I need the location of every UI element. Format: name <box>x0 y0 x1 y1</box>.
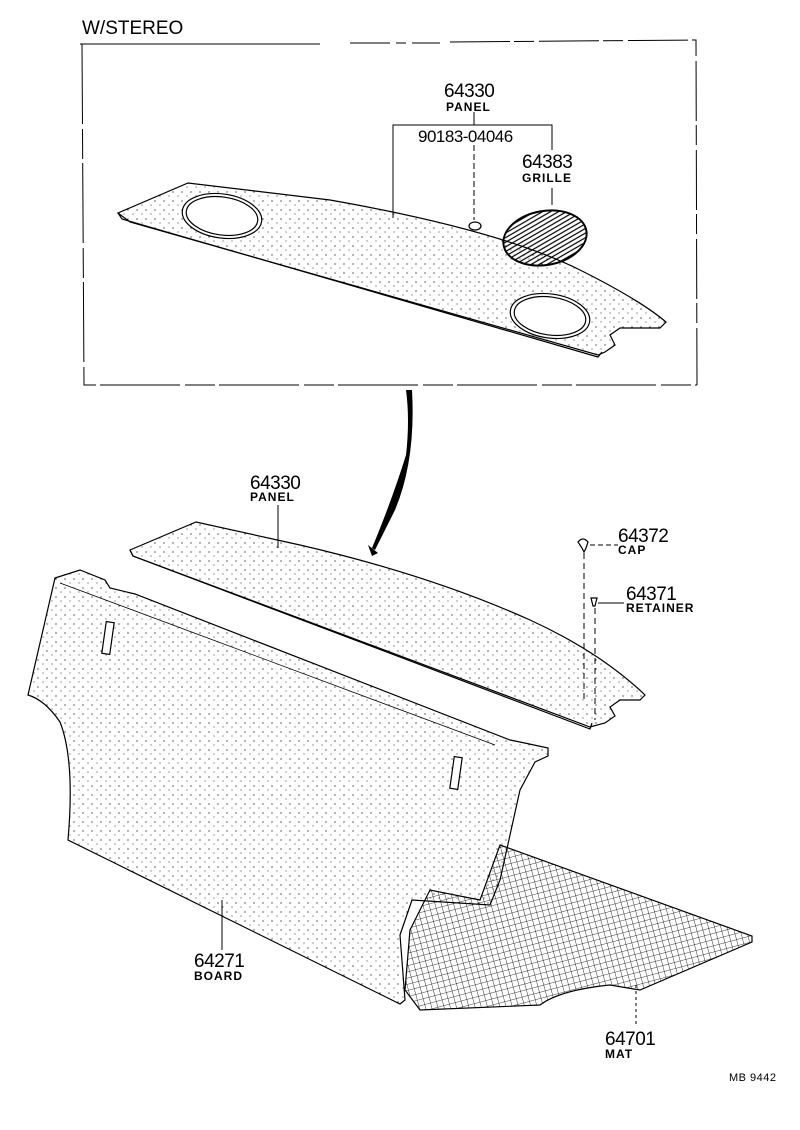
inset-title: W/STEREO <box>82 18 184 39</box>
inset-grille-part-number: 64383 <box>522 152 573 173</box>
inset-leaders <box>392 112 553 220</box>
mat-name: MAT <box>605 1047 634 1061</box>
cap-part-number: 64372 <box>618 526 669 547</box>
inset-panel-part-number: 64330 <box>444 81 495 102</box>
inset-grille-name: GRILLE <box>522 171 572 185</box>
panel-part-number: 64330 <box>250 473 301 494</box>
main-leaders <box>221 505 637 1026</box>
retainer-shape <box>590 597 598 607</box>
board-part-number: 64271 <box>194 951 245 972</box>
arrow-shape <box>368 390 413 556</box>
mat-part-number: 64701 <box>605 1029 656 1050</box>
inset-grille-shape <box>502 209 588 267</box>
retainer-part-number: 64371 <box>626 584 677 605</box>
board-name: BOARD <box>194 969 243 983</box>
retainer-name: RETAINER <box>626 601 695 615</box>
inset-panel-name: PANEL <box>446 100 491 114</box>
inset-frame <box>80 39 698 386</box>
cap-name: CAP <box>618 543 647 557</box>
inset-nut-part-number: 90183-04046 <box>418 127 513 146</box>
cap-shape <box>577 538 589 554</box>
drawing-code: MB 9442 <box>729 1072 777 1084</box>
inset-nut-shape <box>468 221 482 231</box>
panel-shape <box>129 521 646 730</box>
mat-shape <box>404 844 753 1011</box>
board-shape <box>27 569 549 1005</box>
inset-panel-shape <box>116 182 667 358</box>
panel-name: PANEL <box>250 490 295 504</box>
